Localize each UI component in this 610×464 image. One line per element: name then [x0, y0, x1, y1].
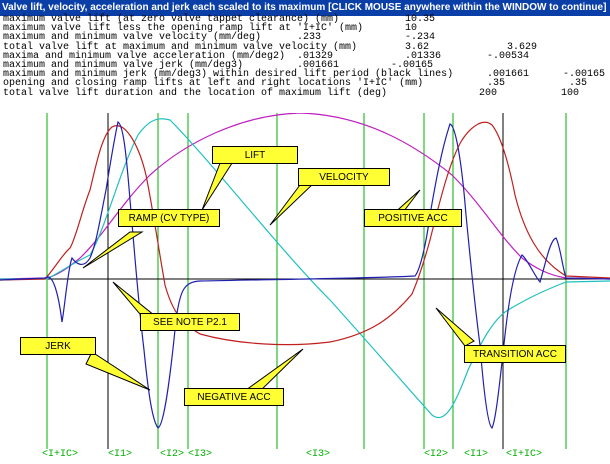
callout-jerk: JERK: [20, 337, 96, 355]
acceleration-curve: [0, 121, 610, 346]
zone-label: <I1>: [464, 449, 489, 460]
lift-curve: [0, 113, 610, 280]
zone-label: <I2>: [160, 449, 185, 460]
zone-label: <I+IC>: [42, 449, 79, 460]
report-line: maximum and minimum valve velocity (mm/d…: [3, 32, 436, 44]
callout-transition-acc: TRANSITION ACC: [464, 345, 566, 363]
report-line: maximum and minimum valve jerk (mm/deg3)…: [3, 59, 434, 71]
report-line: maximum valve lift less the opening ramp…: [3, 23, 418, 35]
report-line: total valve lift at maximum and minimum …: [3, 41, 538, 53]
callout-leaders: [82, 157, 475, 396]
window-title-bar: Valve lift, velocity, acceleration and j…: [0, 0, 610, 16]
velocity-curve: [0, 118, 610, 418]
callout-velocity: VELOCITY: [298, 168, 390, 186]
callout-negative-acc: NEGATIVE ACC: [184, 388, 284, 406]
period-lines: [107, 113, 504, 449]
callout-see-note: SEE NOTE P2.1: [140, 313, 240, 331]
zone-label: <I2>: [424, 449, 449, 460]
zone-lines: [46, 113, 567, 449]
report-line: maxima and minimum valve acceleration (m…: [3, 50, 530, 62]
zone-label: <I3>: [188, 449, 213, 460]
callout-ramp: RAMP (CV TYPE): [118, 209, 220, 227]
callout-lift: LIFT: [212, 146, 298, 164]
report-line: maximum and minimum jerk (mm/deg3) withi…: [3, 69, 606, 81]
report-line: maximum valve lift (at zero valve tappet…: [3, 14, 436, 25]
jerk-curve: [0, 121, 610, 429]
report-line: opening and closing ramp lifts at left a…: [3, 78, 588, 90]
callout-positive-acc: POSITIVE ACC: [364, 209, 462, 227]
results-report: maximum valve lift (at zero valve tappet…: [3, 14, 606, 99]
zone-label: <I+IC>: [506, 449, 543, 460]
report-line: total valve lift duration and the locati…: [3, 87, 580, 99]
zone-label: <I1>: [108, 449, 133, 460]
zone-label: <I3>: [306, 449, 331, 460]
valve-motion-plot: [0, 113, 610, 449]
